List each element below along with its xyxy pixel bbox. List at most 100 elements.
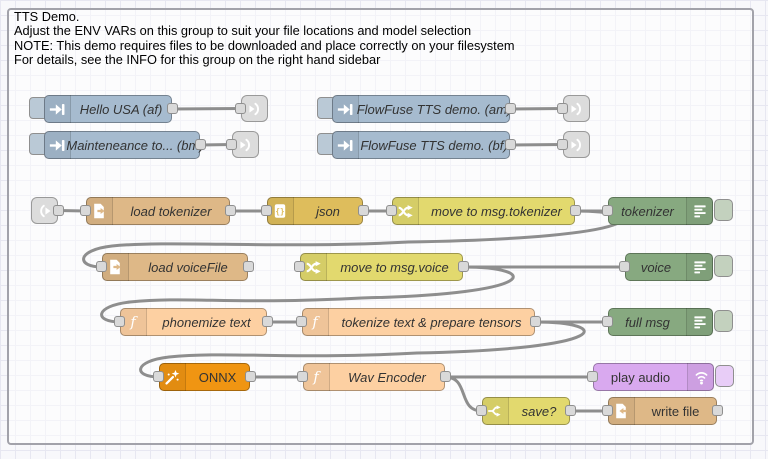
- port-in[interactable]: [557, 138, 568, 150]
- port-in[interactable]: [153, 371, 164, 382]
- node-linkout-2[interactable]: [557, 95, 590, 122]
- node-load-tokenizer[interactable]: load tokenizer: [80, 197, 236, 225]
- node-body: [593, 363, 714, 391]
- wire-wav-encoder-to-save[interactable]: [443, 375, 484, 413]
- wire-inject-flowfuse-am-to-linkout-2[interactable]: [508, 107, 565, 111]
- node-move-voice[interactable]: move to msg.voice: [294, 253, 469, 281]
- switch-icon: [482, 397, 509, 425]
- node-debug-voice[interactable]: voice: [619, 253, 733, 281]
- port-out[interactable]: [505, 103, 516, 114]
- port-out[interactable]: [712, 405, 723, 416]
- port-in[interactable]: [96, 261, 107, 272]
- port-out[interactable]: [262, 316, 273, 327]
- node-label: voice: [640, 259, 672, 275]
- port-out[interactable]: [167, 103, 178, 114]
- node-label: full msg: [625, 314, 670, 330]
- port-out[interactable]: [440, 371, 451, 382]
- node-body: [120, 308, 267, 336]
- node-save[interactable]: save?: [476, 397, 576, 425]
- group-comment: TTS Demo.Adjust the ENV VARs on this gro…: [14, 9, 515, 68]
- node-move-tokenizer[interactable]: move to msg.tokenizer: [386, 197, 581, 225]
- node-write-file[interactable]: write file: [602, 397, 723, 425]
- node-label: tokenizer: [621, 203, 674, 219]
- node-inject-flowfuse-bf[interactable]: FlowFuse TTS demo. (bf): [317, 131, 516, 159]
- node-debug-fullmsg[interactable]: full msg: [602, 308, 733, 336]
- node-inject-flowfuse-am[interactable]: FlowFuse TTS demo. (am): [317, 95, 516, 123]
- node-label: phonemize text: [162, 314, 251, 330]
- link-out-icon: [232, 131, 259, 158]
- port-in[interactable]: [602, 316, 613, 327]
- port-out[interactable]: [458, 261, 469, 272]
- debug-log-icon: [686, 253, 713, 281]
- node-body: [44, 131, 200, 159]
- port-in[interactable]: [80, 205, 91, 216]
- port-in[interactable]: [226, 138, 237, 150]
- node-body: [300, 253, 463, 281]
- node-body: [86, 197, 230, 225]
- node-label: load tokenizer: [130, 203, 212, 219]
- node-inject-maint[interactable]: Mainteneance to... (bm): [29, 131, 206, 159]
- node-label: Wav Encoder: [348, 369, 426, 385]
- port-out[interactable]: [505, 139, 516, 150]
- node-inject-hello[interactable]: Hello USA (af): [29, 95, 178, 123]
- port-out[interactable]: [565, 405, 576, 416]
- node-linkin-1[interactable]: [31, 197, 64, 224]
- node-linkout-1[interactable]: [235, 95, 268, 122]
- port-in[interactable]: [476, 405, 487, 416]
- port-out[interactable]: [243, 261, 254, 272]
- debug-toggle-button[interactable]: [714, 255, 733, 277]
- node-body: [332, 131, 510, 159]
- port-in[interactable]: [619, 261, 630, 272]
- node-linkout-3[interactable]: [226, 131, 259, 158]
- node-body: [159, 363, 250, 391]
- debug-toggle-button[interactable]: [714, 310, 733, 332]
- wire-inject-hello-to-linkout-1[interactable]: [170, 107, 243, 111]
- function-icon: f: [302, 308, 329, 336]
- link-out-icon: [563, 131, 590, 158]
- node-load-voicefile[interactable]: load voiceFile: [96, 253, 254, 281]
- node-body: [332, 95, 510, 123]
- port-in[interactable]: [297, 371, 308, 382]
- debug-toggle-button[interactable]: [715, 365, 734, 387]
- node-onnx[interactable]: ONNX: [153, 363, 256, 391]
- port-in[interactable]: [587, 371, 598, 382]
- port-out[interactable]: [225, 205, 236, 216]
- port-out[interactable]: [53, 204, 64, 216]
- port-out[interactable]: [530, 316, 541, 327]
- node-label: FlowFuse TTS demo. (am): [356, 101, 512, 117]
- port-in[interactable]: [235, 102, 246, 114]
- node-play-audio[interactable]: play audio: [587, 363, 734, 391]
- port-in[interactable]: [557, 102, 568, 114]
- port-in[interactable]: [114, 316, 125, 327]
- inject-icon: [332, 95, 359, 123]
- node-label: load voiceFile: [148, 259, 228, 275]
- port-in[interactable]: [296, 316, 307, 327]
- node-json[interactable]: {}json: [261, 197, 369, 225]
- node-label: play audio: [610, 369, 671, 385]
- port-out[interactable]: [245, 371, 256, 382]
- port-in[interactable]: [602, 205, 613, 216]
- inject-icon: [44, 131, 71, 159]
- debug-toggle-button[interactable]: [714, 199, 733, 221]
- svg-text:f: f: [311, 315, 320, 331]
- wire-move-voice-to-phonemize[interactable]: [100, 265, 515, 324]
- wire-tokenize-to-onnx[interactable]: [139, 320, 586, 379]
- node-debug-tokenizer[interactable]: tokenizer: [602, 197, 733, 225]
- port-in[interactable]: [294, 261, 305, 272]
- port-out[interactable]: [195, 139, 206, 150]
- speaker-waves-icon: [687, 363, 714, 391]
- group-comment-line: For details, see the INFO for this group…: [14, 52, 381, 68]
- port-out[interactable]: [570, 205, 581, 216]
- wire-inject-flowfuse-bf-to-linkout-4[interactable]: [508, 143, 565, 147]
- port-in[interactable]: [261, 205, 272, 216]
- node-linkout-4[interactable]: [557, 131, 590, 158]
- node-label: move to msg.voice: [340, 259, 449, 275]
- port-in[interactable]: [386, 205, 397, 216]
- port-in[interactable]: [602, 405, 613, 416]
- port-out[interactable]: [358, 205, 369, 216]
- node-label: Hello USA (af): [79, 101, 163, 117]
